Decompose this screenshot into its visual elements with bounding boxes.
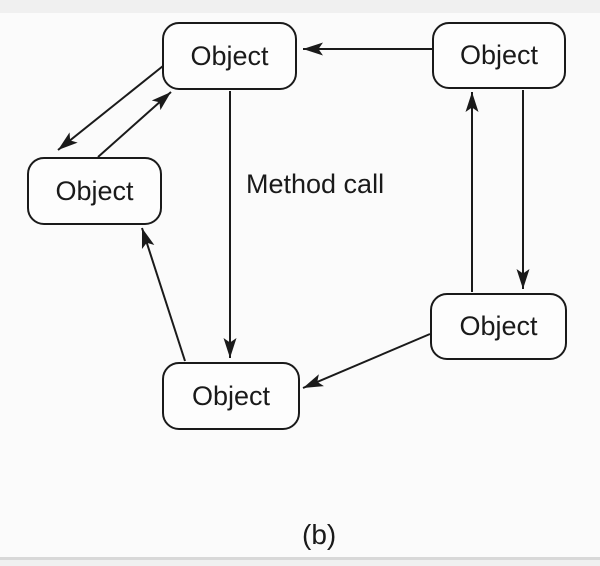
- figure-caption: (b): [302, 519, 337, 550]
- node-object-top-right: Object: [432, 22, 566, 89]
- scan-artifact-bottom-rule: [0, 557, 600, 560]
- node-label: Object: [459, 40, 539, 70]
- edge-bottom-center-to-mid-left: [141, 227, 186, 362]
- edge-top-left-to-mid-left: [57, 65, 164, 151]
- node-label: Object: [190, 40, 269, 71]
- node-object-bottom-center: Object: [162, 362, 300, 430]
- edge-mid-left-to-top-left: [97, 91, 172, 158]
- node-object-right: Object: [430, 293, 567, 360]
- node-label: Object: [191, 380, 271, 411]
- edge-right-to-bottom-center: [302, 333, 431, 389]
- node-label: Object: [459, 311, 538, 341]
- node-label: Object: [55, 175, 134, 206]
- scan-artifact-bottom-band: [0, 560, 600, 566]
- node-object-top-left: Object: [162, 22, 297, 90]
- node-object-mid-left: Object: [27, 157, 162, 225]
- method-call-label: Method call: [246, 169, 385, 199]
- scan-artifact-top-band: [0, 0, 600, 13]
